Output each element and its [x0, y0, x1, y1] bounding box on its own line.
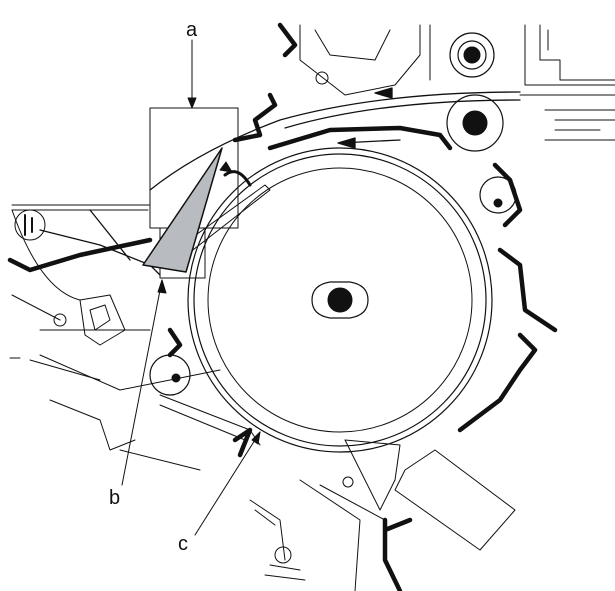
label-b: b: [109, 487, 121, 509]
leader-lines: [121, 39, 261, 536]
separation-blade: [142, 147, 223, 273]
label-c: c: [178, 533, 188, 555]
exit-guide: [344, 439, 401, 511]
roller-top: [449, 32, 495, 78]
frame-lines: [9, 24, 615, 591]
drum: [187, 147, 493, 453]
drum-shaft-hub: [311, 281, 369, 319]
roller-left: [14, 209, 46, 241]
roller-pressure: [446, 94, 504, 152]
guide-plates: [7, 22, 558, 591]
blade-rotation-arrow: [223, 170, 252, 187]
label-a: a: [186, 19, 198, 41]
paper-path: [39, 87, 521, 276]
arrow-icon: [374, 87, 393, 99]
roller-small-left: [149, 354, 191, 396]
